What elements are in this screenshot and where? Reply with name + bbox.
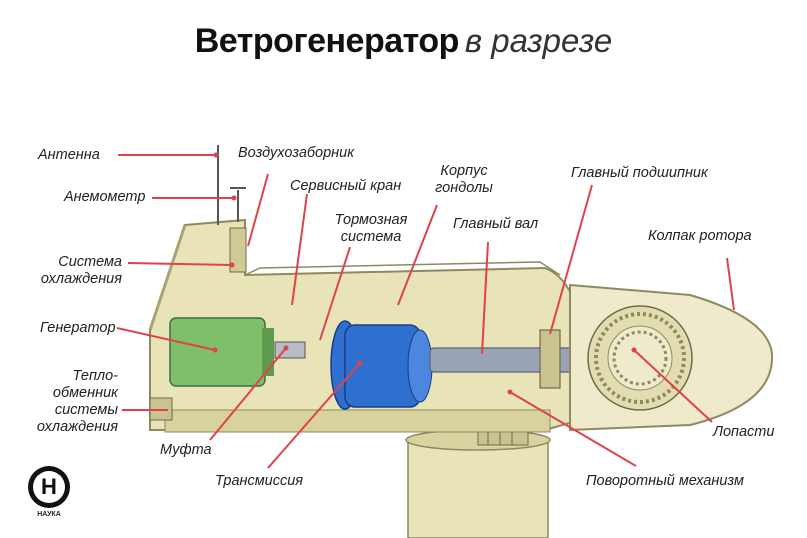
label-heat-exchanger: Тепло- обменник системы охлаждения: [36, 368, 118, 435]
label-transmission: Трансмиссия: [215, 473, 304, 489]
nacelle-front: [148, 224, 187, 331]
leader-coupling: [209, 347, 287, 441]
leader-main-shaft: [481, 241, 489, 355]
leader-blades: [633, 349, 713, 423]
main-bearing: [539, 329, 561, 389]
leader-cooling: [127, 262, 233, 266]
leader-main-bearing: [549, 184, 593, 335]
label-coupling: Муфта: [160, 442, 212, 458]
label-cooling: Система охлаждения: [40, 254, 122, 287]
label-antenna: Антенна: [38, 147, 100, 163]
leader-nacelle: [397, 204, 438, 306]
coupling: [274, 341, 306, 359]
leader-service-crane: [291, 193, 308, 306]
label-generator: Генератор: [40, 320, 116, 336]
label-air-intake: Воздухозаборник: [238, 145, 355, 161]
label-nacelle: Корпус гондолы: [435, 163, 493, 196]
cooling-unit: [229, 227, 247, 273]
leader-yaw: [509, 391, 637, 467]
label-yaw: Поворотный механизм: [586, 473, 744, 489]
leader-air-intake: [247, 173, 269, 247]
logo: Н: [28, 466, 70, 508]
label-brake: Тормозная система: [334, 212, 408, 245]
leader-rotor-cap: [726, 257, 735, 311]
logo-text: НАУКА: [37, 511, 61, 518]
nacelle-roof: [244, 261, 561, 276]
label-main-bearing: Главный подшипник: [571, 165, 708, 181]
tower: [407, 439, 549, 538]
label-anemometer: Анемометр: [64, 189, 146, 205]
leader-transmission: [267, 362, 361, 469]
leader-generator: [116, 327, 216, 351]
label-rotor-cap: Колпак ротора: [648, 228, 752, 244]
logo-letter: Н: [41, 474, 57, 499]
leader-brake: [319, 246, 351, 341]
label-main-shaft: Главный вал: [453, 216, 539, 232]
nacelle-floor: [164, 409, 551, 433]
title-sub: в разрезе: [464, 22, 613, 59]
title-main: Ветрогенератор: [194, 22, 460, 60]
label-service-crane: Сервисный кран: [290, 178, 402, 194]
label-blades: Лопасти: [713, 424, 775, 440]
